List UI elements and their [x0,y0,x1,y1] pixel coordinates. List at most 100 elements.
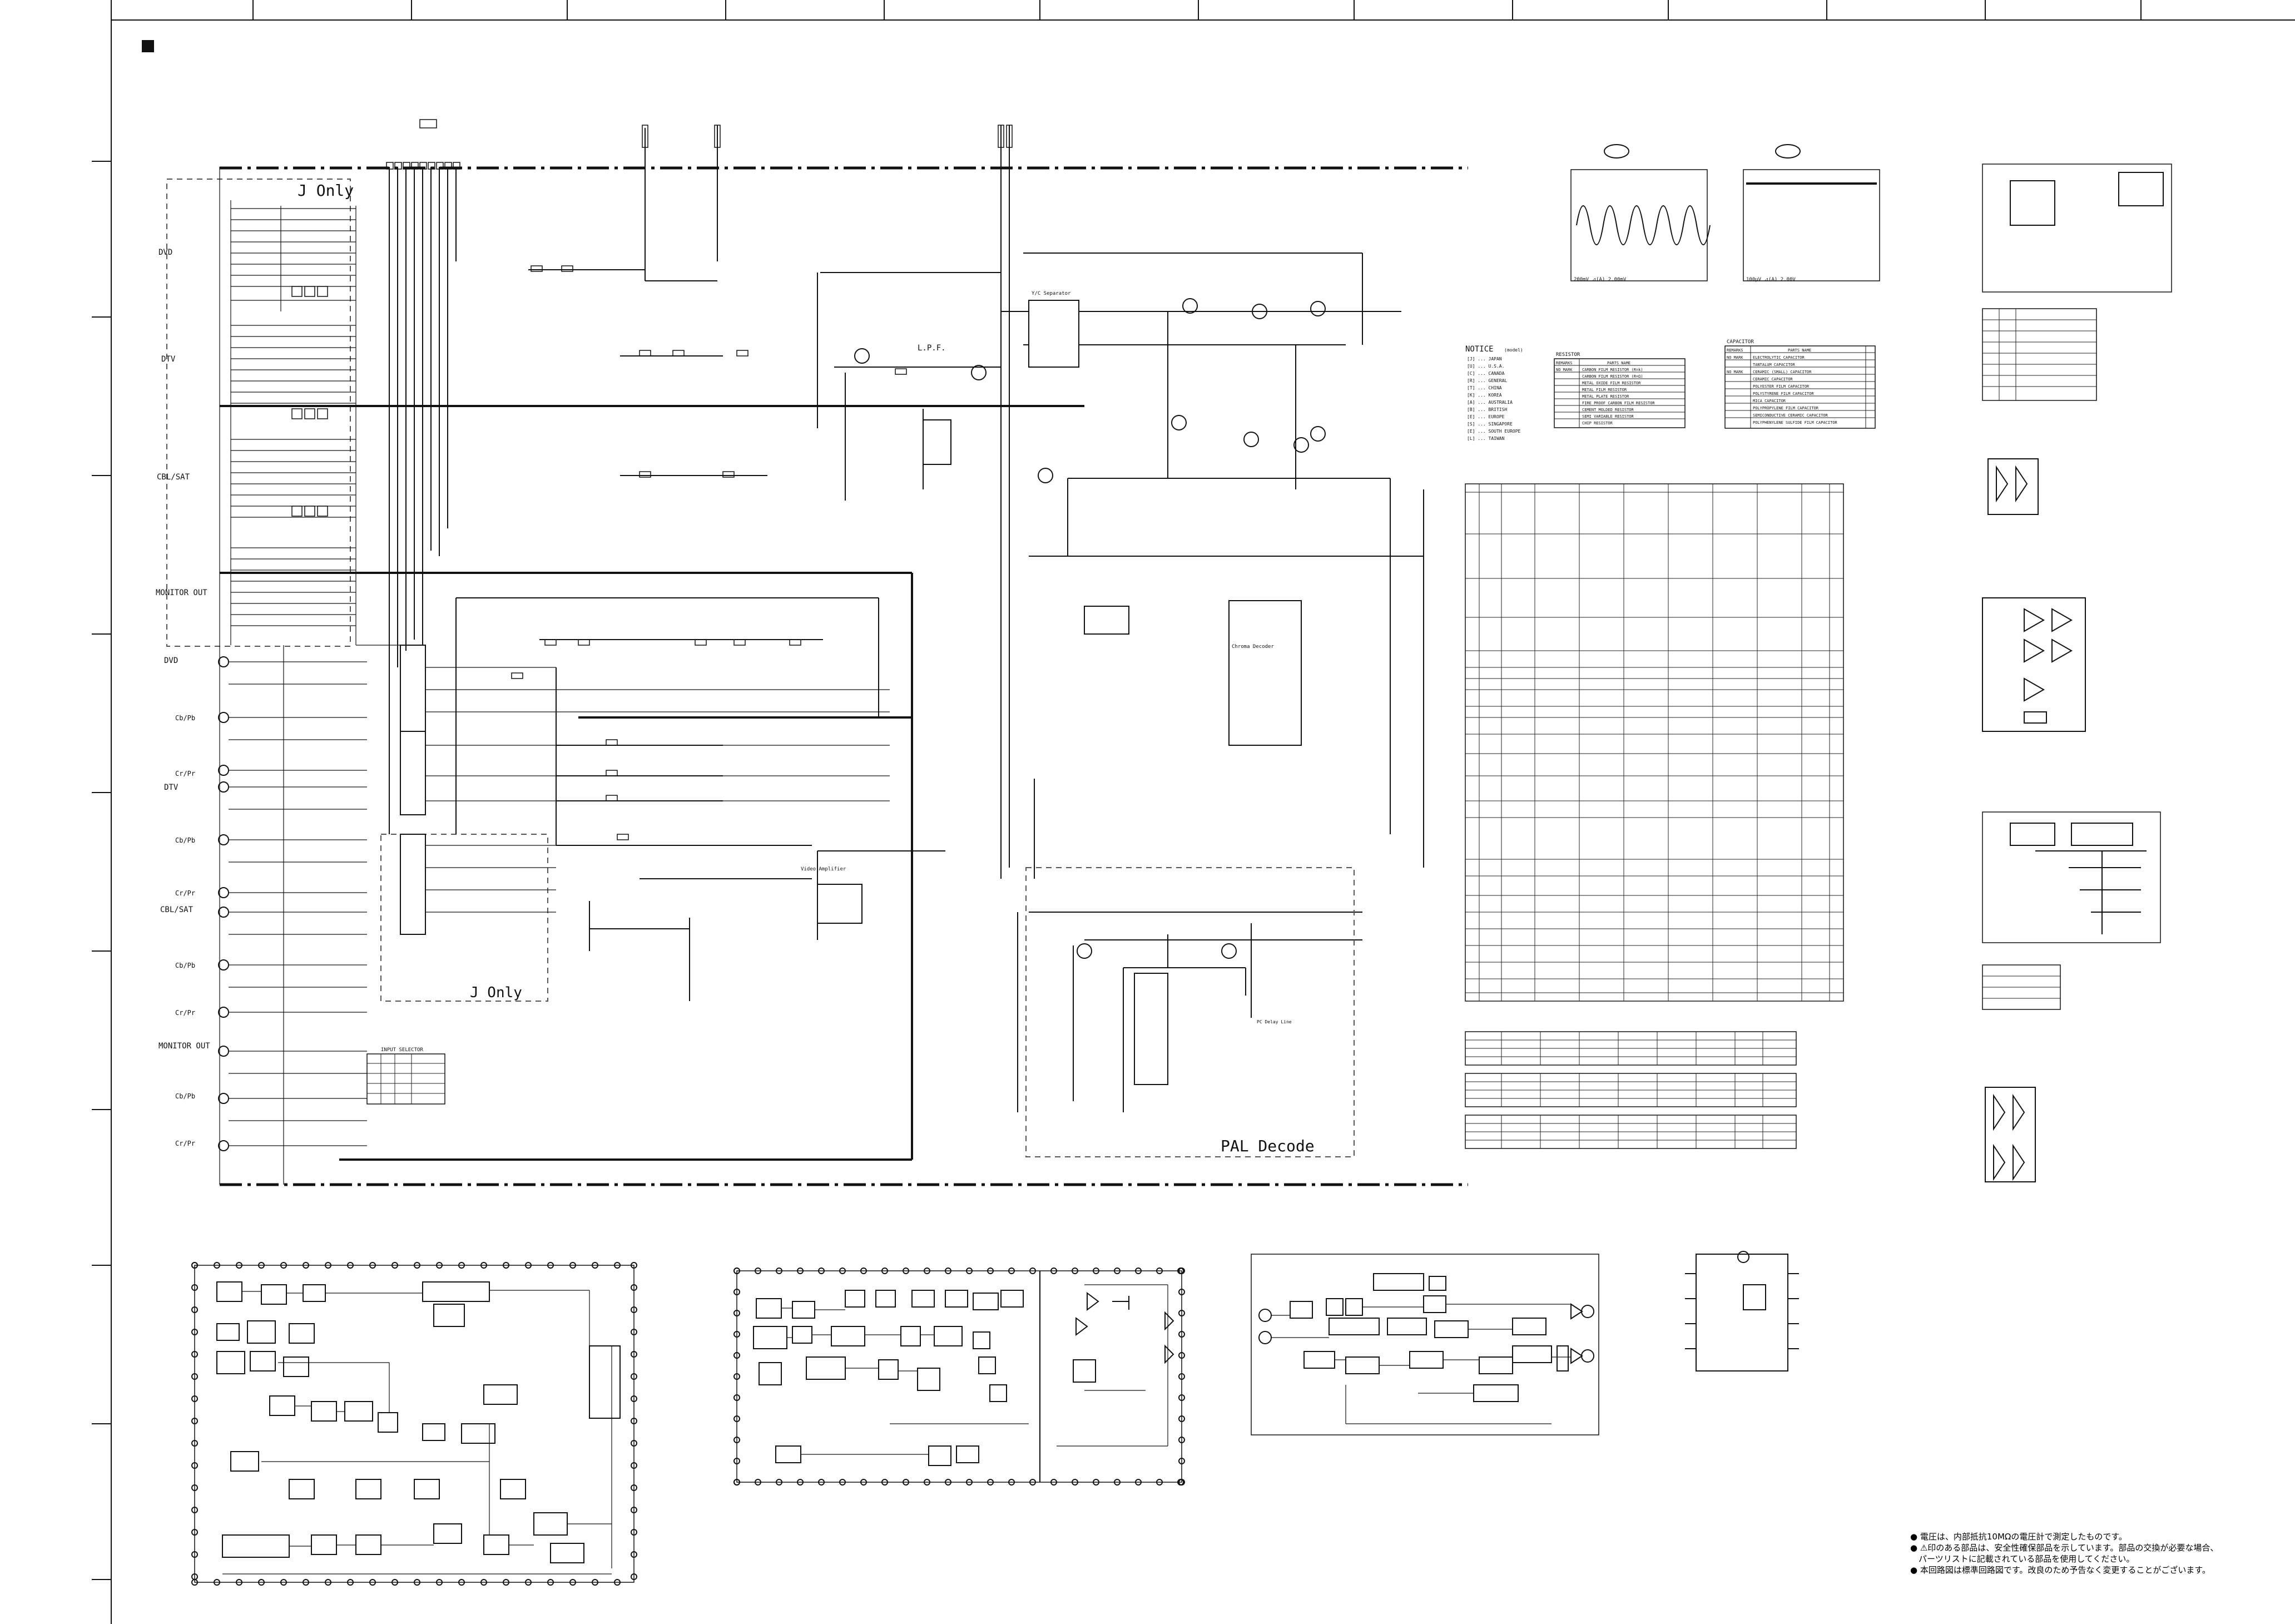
yc-separator-label: Y/C Separator [1032,291,1071,296]
pin-terminal [987,1479,994,1486]
cbl-sat-lower-label: CBL/SAT [160,905,194,914]
notice-region-0: [J] ... JAPAN [1467,357,1502,362]
pin-terminal [191,1262,198,1269]
pin-terminal [1008,1267,1015,1274]
notice-region-11: [L] ... TAIWAN [1467,436,1505,441]
pin-terminal [733,1373,740,1380]
capacitor-remark-2: NO MARK [1727,370,1743,374]
cr-pr-label-4: Cr/Pr [175,1140,195,1147]
notice-region-6: [A] ... AUSTRALIA [1467,400,1513,405]
pin-terminal [236,1579,242,1586]
pin-terminal [214,1262,220,1269]
pin-terminal [733,1458,740,1464]
capacitor-row-5: POLYSTYRENE FILM CAPACITOR [1753,392,1814,396]
pin-terminal [924,1479,930,1486]
pin-terminal [191,1351,198,1358]
input-jacks-lower: DVD Cb/Pb Cr/Pr DTV Cb/Pb Cr/Pr CBL/SAT … [158,645,367,1185]
pin-terminal [631,1507,637,1513]
input-selector-label: INPUT SELECTOR [381,1047,423,1053]
scope-left-readout: 200mV ⊿(A) 2.00mV [1574,277,1627,283]
pin-terminal [1178,1415,1185,1422]
j-only-top-label: J Only [298,181,354,200]
note-line-1: ● 電圧は、内部抵抗10MΩの電圧計で測定したものです。 [1910,1532,2127,1542]
pin-terminal [966,1479,973,1486]
chroma-decoder-ic [1228,600,1302,746]
pin-terminal [733,1437,740,1443]
video-amplifier-ic [817,884,863,924]
pin-terminal [1178,1289,1185,1295]
video-amplifier-label: Video Amplifier [801,867,846,872]
ic-pinout-diagrams [1982,164,2172,1182]
notice-title: NOTICE [1465,345,1494,354]
lpf-label: L.P.F. [918,344,946,353]
capacitor-row-1: TANTALUM CAPACITOR [1753,363,1796,367]
capacitor-row-0: ELECTROLYTIC CAPACITOR [1753,355,1805,360]
pin-terminal [480,1579,487,1586]
pin-terminal [1072,1479,1078,1486]
pin-terminal [966,1267,973,1274]
pin-terminal [280,1579,287,1586]
pin-terminal [347,1579,354,1586]
pin-terminal [1178,1479,1185,1486]
cb-pb-label-2: Cb/Pb [175,836,195,844]
pin-terminal [945,1479,951,1486]
pin-terminal [1093,1267,1099,1274]
pin-terminal [1178,1267,1185,1274]
pin-terminal [280,1262,287,1269]
pin-terminal [236,1262,242,1269]
pin-terminal [631,1529,637,1536]
capacitor-row-2: CERAMIC (SMALL) CAPACITOR [1753,370,1812,374]
oscilloscope-left: 200mV ⊿(A) 2.00mV [1570,144,1711,283]
pin-terminal [631,1418,637,1424]
pin-terminal [733,1267,740,1274]
pin-terminal [525,1579,532,1586]
pin-terminal [1178,1394,1185,1401]
pin-terminal [369,1579,376,1586]
pin-terminal [881,1479,888,1486]
pin-terminal [733,1394,740,1401]
pin-terminal [1135,1267,1142,1274]
pin-terminal [191,1573,198,1580]
pin-terminal [733,1289,740,1295]
scope-right-readout: 100μV ⊿(A) 2.00V [1746,277,1796,283]
pin-terminal [191,1306,198,1313]
cb-pb-label-3: Cb/Pb [175,962,195,969]
pin-terminal [1135,1479,1142,1486]
notice-region-3: [R] ... GENERAL [1467,378,1507,383]
pin-terminal [414,1579,420,1586]
resistor-row-5: FIRE PROOF CARBON FILM RESISTOR [1582,401,1655,405]
pin-terminal [1093,1479,1099,1486]
destination-parts-grid [1465,483,1844,1002]
capacitor-row-6: MICA CAPACITOR [1753,399,1786,403]
pin-terminal [1156,1267,1163,1274]
pin-terminal [733,1331,740,1338]
pin-terminal [347,1262,354,1269]
pin-terminal [525,1262,532,1269]
pin-terminal [818,1267,825,1274]
pin-terminal [860,1479,867,1486]
pin-terminal [191,1462,198,1469]
pin-terminal [631,1306,637,1313]
capacitor-row-4: POLYESTER FILM CAPACITOR [1753,384,1810,389]
japanese-notes: ● 電圧は、内部抵抗10MΩの電圧計で測定したものです。 ● ⚠印のある部品は、… [1910,1532,2218,1575]
pin-terminal [903,1267,909,1274]
notice-region-8: [E] ... EUROPE [1467,414,1505,419]
dvd-label: DVD [158,248,172,257]
capacitor-row-9: POLYPHENYLENE SULFIDE FILM CAPACITOR [1753,420,1838,425]
pin-terminal [614,1579,621,1586]
pin-terminal [631,1329,637,1335]
capacitor-legend-table: CAPACITOR REMARKS PARTS NAME NO MARK ELE… [1724,339,1876,429]
pin-terminal [191,1551,198,1558]
cb-pb-label-1: Cb/Pb [175,714,195,722]
pin-terminal [614,1262,621,1269]
capacitor-header-remarks: REMARKS [1727,348,1743,353]
block-diagram-1 [191,1262,637,1586]
cb-pb-label-4: Cb/Pb [175,1092,195,1100]
pin-terminal [733,1415,740,1422]
pin-terminal [592,1262,598,1269]
ground-rails [220,166,1468,1186]
pin-terminal [1178,1352,1185,1359]
resistor-row-7: SEMI VARIABLE RESISTOR [1582,414,1634,419]
monitor-out-lower-label: MONITOR OUT [158,1042,210,1051]
pin-terminal [1114,1479,1121,1486]
